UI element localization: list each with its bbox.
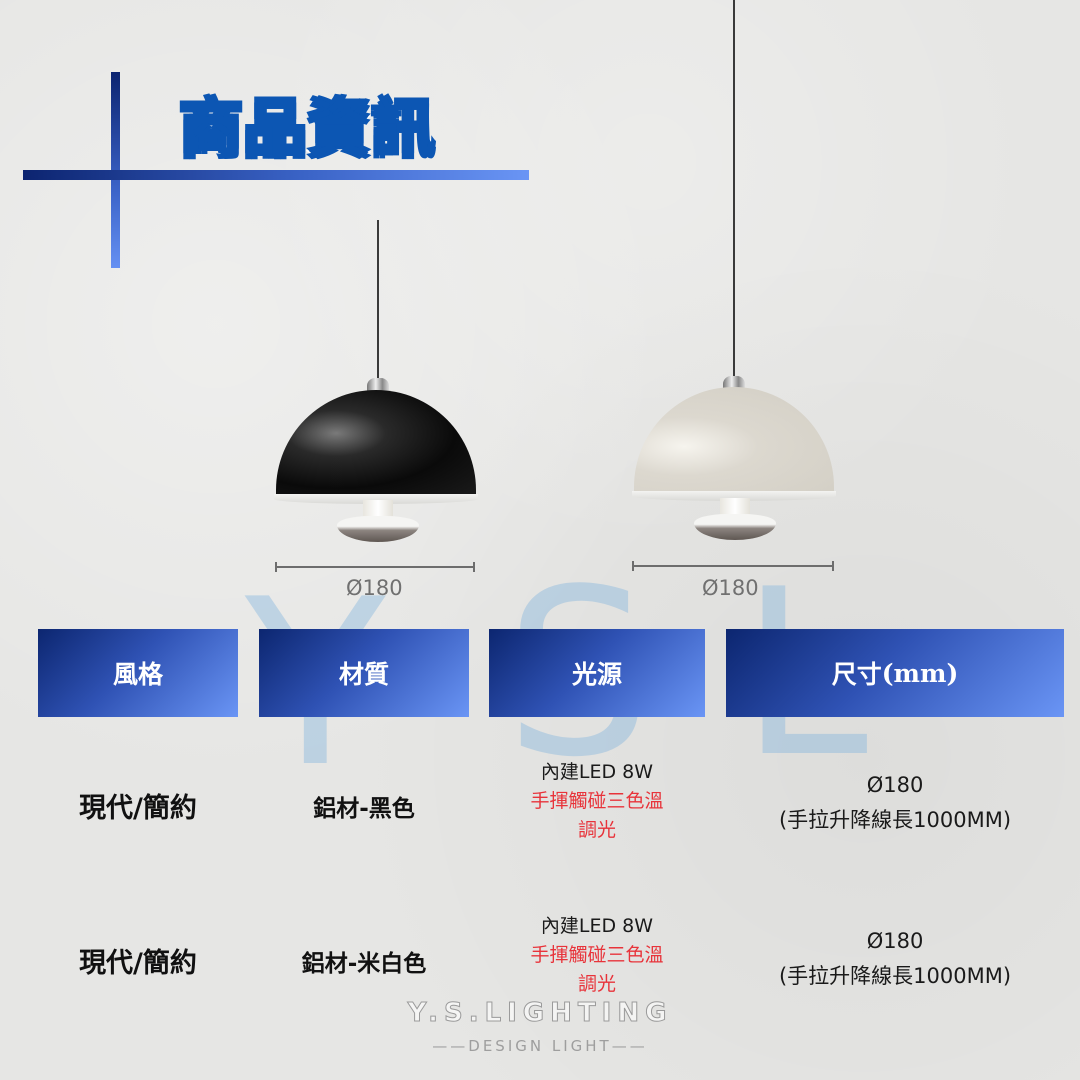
lamp-rim	[274, 494, 478, 504]
cell-material: 鋁材-黑色	[313, 796, 415, 822]
lamp-cord	[733, 0, 735, 378]
size-diameter: Ø180	[866, 773, 924, 797]
lamp-rim	[632, 491, 836, 501]
light-feature: 手揮觸碰三色溫	[530, 790, 664, 812]
cell-style: 現代/簡約	[79, 948, 197, 979]
header-material: 材質	[259, 629, 469, 717]
brand-logo-text: Y.S.LIGHTING	[407, 998, 673, 1029]
light-feature: 手揮觸碰三色溫	[530, 944, 664, 966]
dimension-line-2	[632, 561, 834, 571]
cell-material: 鋁材-米白色	[301, 951, 427, 977]
light-feature-cont: 調光	[577, 973, 616, 995]
cell-size: Ø180 (手拉升降線長1000MM)	[726, 924, 1064, 994]
header-size-unit: (mm)	[881, 658, 959, 688]
size-cord-length: (手拉升降線長1000MM)	[778, 808, 1012, 832]
header-style: 風格	[38, 629, 238, 717]
lamp-shade-cream	[634, 387, 834, 495]
header-size: 尺寸(mm)	[726, 629, 1064, 717]
lamp-diffuser	[694, 514, 776, 540]
cell-light-source: 內建LED 8W 手揮觸碰三色溫 調光	[479, 912, 715, 999]
dimension-label-2: Ø180	[702, 576, 759, 600]
brand-tagline: ——DESIGN LIGHT——	[432, 1037, 648, 1055]
lamp-shade-black	[276, 390, 476, 498]
light-spec: 內建LED 8W	[540, 915, 654, 937]
title-horizontal-bar	[23, 170, 529, 180]
size-diameter: Ø180	[866, 929, 924, 953]
lamp-cap	[367, 378, 389, 392]
page-title: 商品資訊	[178, 91, 437, 167]
dimension-label-1: Ø180	[346, 576, 403, 600]
header-size-label: 尺寸	[831, 660, 882, 689]
lamp-cord	[377, 220, 379, 380]
light-spec: 內建LED 8W	[540, 761, 654, 783]
cell-light-source: 內建LED 8W 手揮觸碰三色溫 調光	[479, 758, 715, 845]
cell-size: Ø180 (手拉升降線長1000MM)	[726, 768, 1064, 838]
lamp-diffuser	[337, 516, 419, 542]
cell-style: 現代/簡約	[79, 793, 197, 824]
header-light-source: 光源	[489, 629, 705, 717]
header-light-source-label: 光源	[571, 660, 622, 689]
header-style-label: 風格	[112, 660, 163, 689]
size-cord-length: (手拉升降線長1000MM)	[778, 964, 1012, 988]
lamp-cap	[723, 376, 745, 390]
header-material-label: 材質	[338, 660, 389, 689]
dimension-line-1	[275, 562, 475, 572]
light-feature-cont: 調光	[577, 819, 616, 841]
